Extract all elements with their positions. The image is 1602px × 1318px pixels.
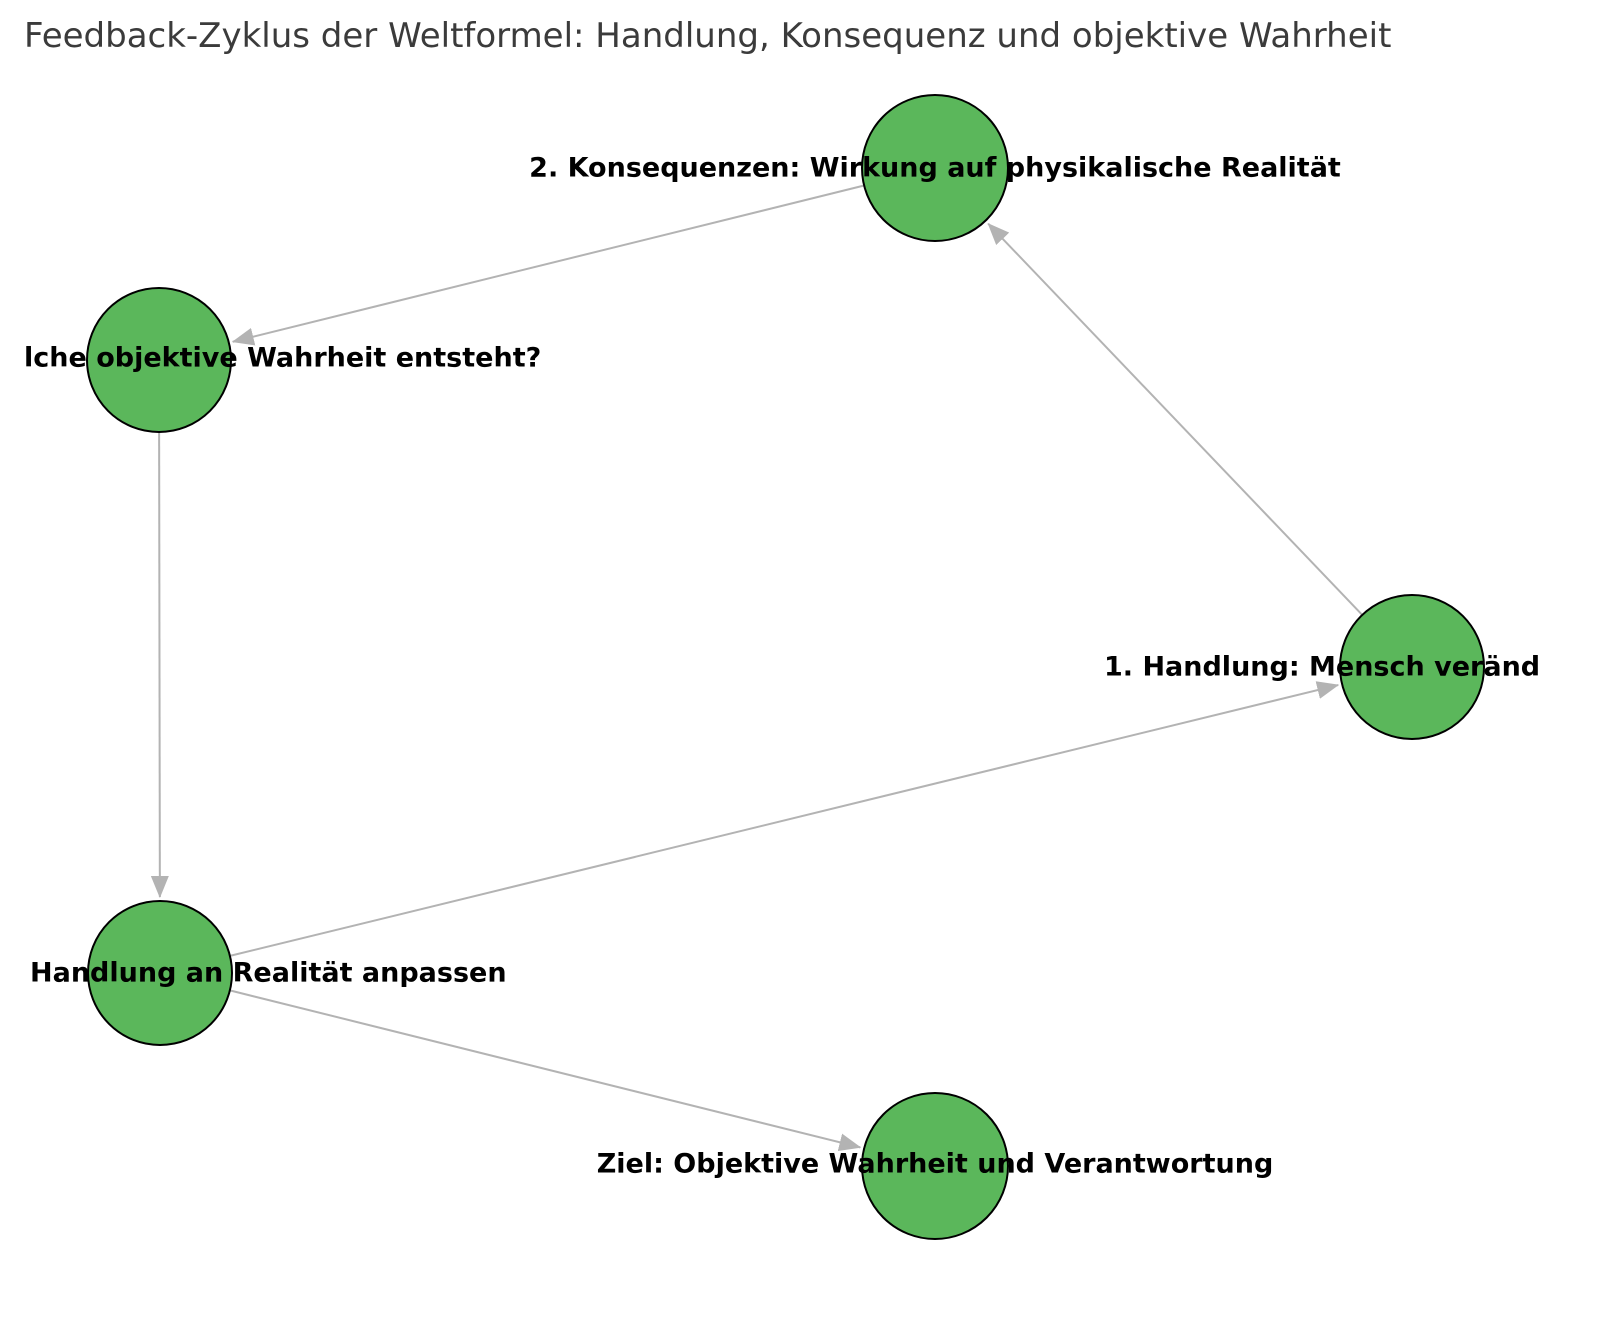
node-label-konsequenzen: 2. Konsequenzen: Wirkung auf physikalisc… (529, 153, 1341, 184)
node-label-handlung: 1. Handlung: Mensch veränd (1104, 652, 1540, 683)
diagram-edge-feedback-wahrheit-to-anpassung (150, 431, 169, 899)
diagram-edge-anpassung-to-ziel (229, 989, 862, 1152)
diagram-edge-anpassung-to-handlung (229, 681, 1340, 957)
diagram-edge-handlung-to-konsequenzen (987, 222, 1363, 616)
diagram-edge-konsequenzen-to-feedback-wahrheit (231, 184, 865, 346)
node-label-feedback-wahrheit: lche objektive Wahrheit entsteht? (24, 343, 541, 374)
diagram-node-anpassung (87, 900, 233, 1046)
diagram-node-feedback-wahrheit (86, 287, 232, 433)
page-title: Feedback-Zyklus der Weltformel: Handlung… (24, 16, 1392, 56)
node-label-anpassung: Handlung an Realität anpassen (30, 958, 507, 989)
node-label-ziel: Ziel: Objektive Wahrheit und Verantwortu… (597, 1149, 1274, 1180)
diagram-node-konsequenzen (861, 94, 1009, 242)
diagram-node-handlung (1339, 594, 1485, 740)
diagram-node-ziel (861, 1092, 1009, 1240)
